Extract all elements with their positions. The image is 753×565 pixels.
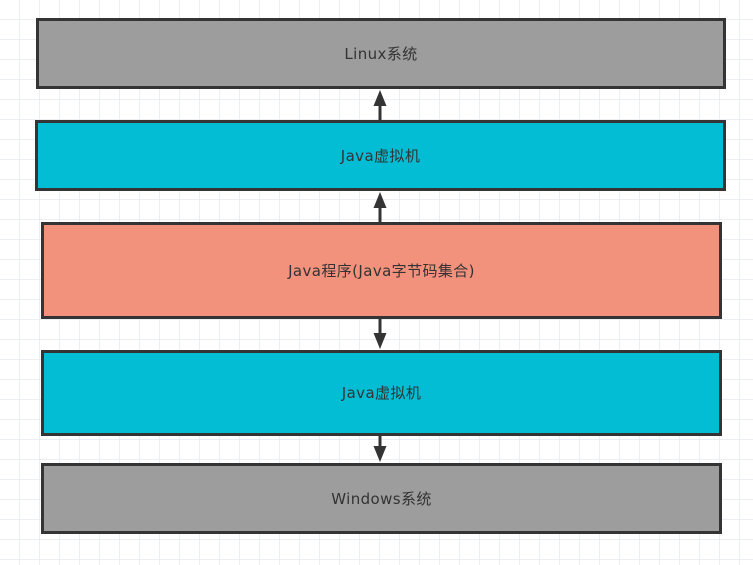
node-linux-os[interactable]: Linux系统	[36, 18, 726, 89]
node-jvm-bottom[interactable]: Java虚拟机	[41, 350, 722, 436]
node-java-program[interactable]: Java程序(Java字节码集合)	[41, 222, 722, 319]
arrow-jvm-bottom-to-windows	[373, 436, 387, 462]
arrow-jvm-top-to-linux	[373, 90, 387, 120]
arrow-program-to-jvm-bottom	[373, 319, 387, 349]
arrow-head-icon	[373, 333, 387, 349]
node-jvm-top[interactable]: Java虚拟机	[35, 120, 726, 191]
arrow-head-icon	[373, 192, 387, 208]
node-windows-os[interactable]: Windows系统	[41, 463, 722, 534]
node-label: Windows系统	[331, 489, 432, 508]
arrow-head-icon	[373, 90, 387, 106]
arrow-head-icon	[373, 446, 387, 462]
node-label: Linux系统	[344, 44, 418, 63]
node-label: Java程序(Java字节码集合)	[288, 261, 475, 280]
node-label: Java虚拟机	[340, 146, 421, 165]
node-label: Java虚拟机	[341, 384, 422, 402]
arrow-program-to-jvm-top	[373, 192, 387, 222]
